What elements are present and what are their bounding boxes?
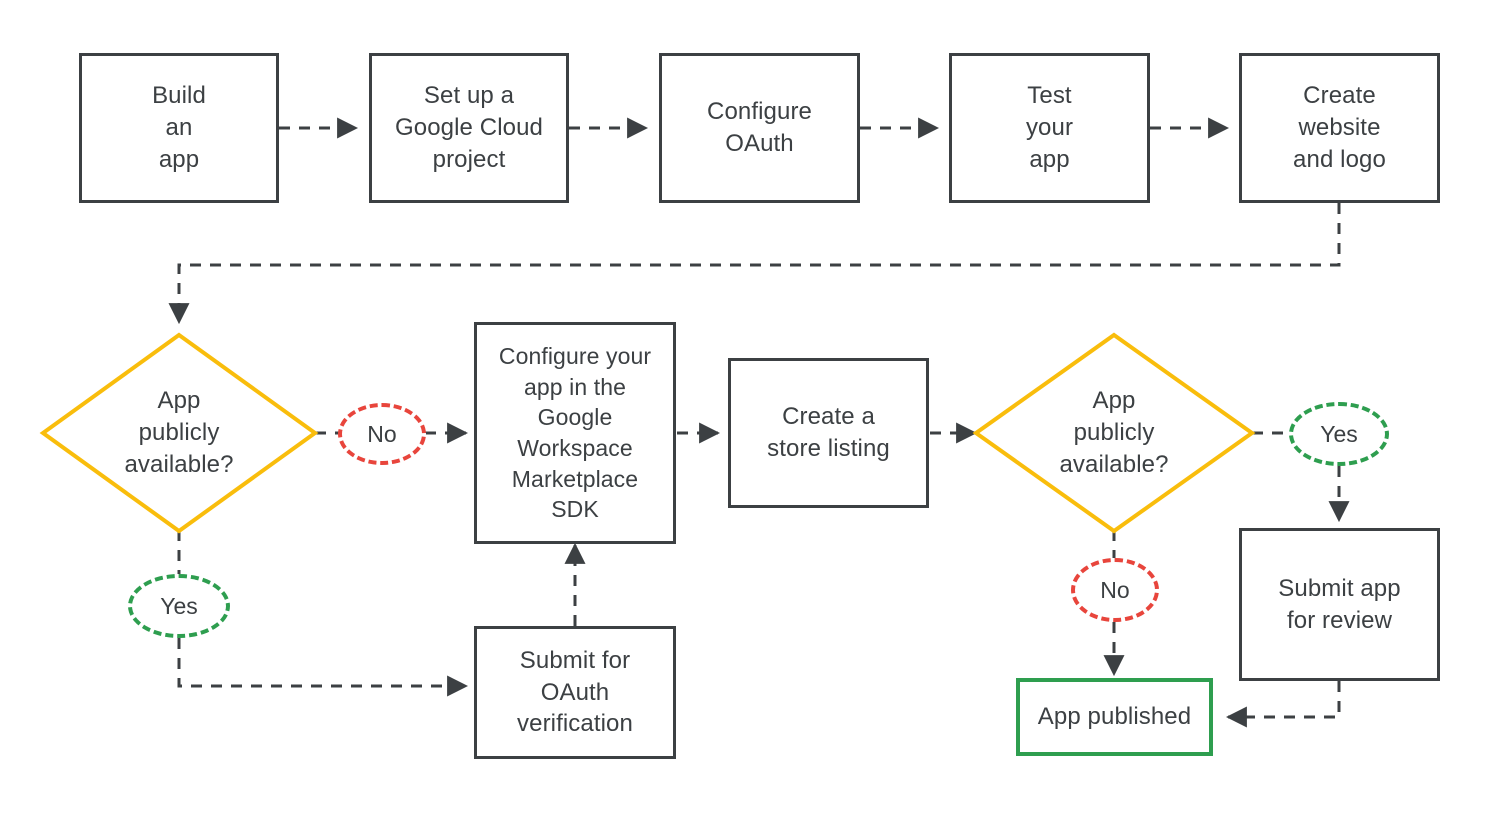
node-decision-app-publicly-available-2[interactable]: App publicly available?: [976, 335, 1252, 531]
node-label: Create a store listing: [767, 403, 890, 462]
edge-website-to-decision1: [168, 203, 1341, 325]
node-label: App publicly available?: [124, 387, 234, 478]
node-submit-app-for-review[interactable]: Submit app for review: [1239, 528, 1440, 681]
edge-label-text: No: [1100, 576, 1130, 603]
node-create-store-listing[interactable]: Create a store listing: [728, 358, 929, 508]
node-set-up-google-cloud[interactable]: Set up a Google Cloud project: [369, 53, 569, 203]
node-label: Submit for OAuth verification: [517, 646, 633, 738]
edge-submitreview-to-apppublished: [1225, 681, 1341, 728]
edge-label-yes-2: Yes: [1289, 402, 1389, 466]
edge-label-text: No: [367, 420, 397, 447]
node-decision-app-publicly-available-1[interactable]: App publicly available?: [43, 335, 315, 531]
edge-label-text: Yes: [160, 592, 198, 619]
edge-label-yes-1: Yes: [128, 574, 230, 638]
node-create-website-and-logo[interactable]: Create website and logo: [1239, 53, 1440, 203]
node-label: Configure your app in the Google Workspa…: [498, 343, 652, 523]
edge-label-text: Yes: [1320, 420, 1358, 447]
node-label: App published: [1037, 703, 1192, 731]
node-build-an-app[interactable]: Build an app: [79, 53, 279, 203]
node-label: Set up a Google Cloud project: [395, 82, 543, 173]
decision-shape-public-1: [39, 332, 319, 534]
node-label: Submit app for review: [1278, 574, 1401, 634]
node-label: App publicly available?: [1059, 387, 1169, 478]
node-label: Create website and logo: [1293, 82, 1386, 173]
node-configure-oauth[interactable]: Configure OAuth: [659, 53, 860, 203]
decision-shape-public-2: [972, 332, 1256, 534]
node-app-published[interactable]: App published: [1016, 678, 1213, 756]
edge-pillyes-to-submitoauth: [177, 638, 469, 697]
node-test-your-app[interactable]: Test your app: [949, 53, 1150, 203]
node-configure-sdk[interactable]: Configure your app in the Google Workspa…: [474, 322, 676, 544]
node-label: Test your app: [1025, 82, 1074, 173]
node-label: Build an app: [152, 82, 206, 173]
edge-label-no-1: No: [338, 403, 426, 465]
node-submit-for-oauth-verification[interactable]: Submit for OAuth verification: [474, 626, 676, 759]
node-label: Configure OAuth: [707, 98, 812, 157]
edge-label-no-2: No: [1071, 558, 1159, 622]
